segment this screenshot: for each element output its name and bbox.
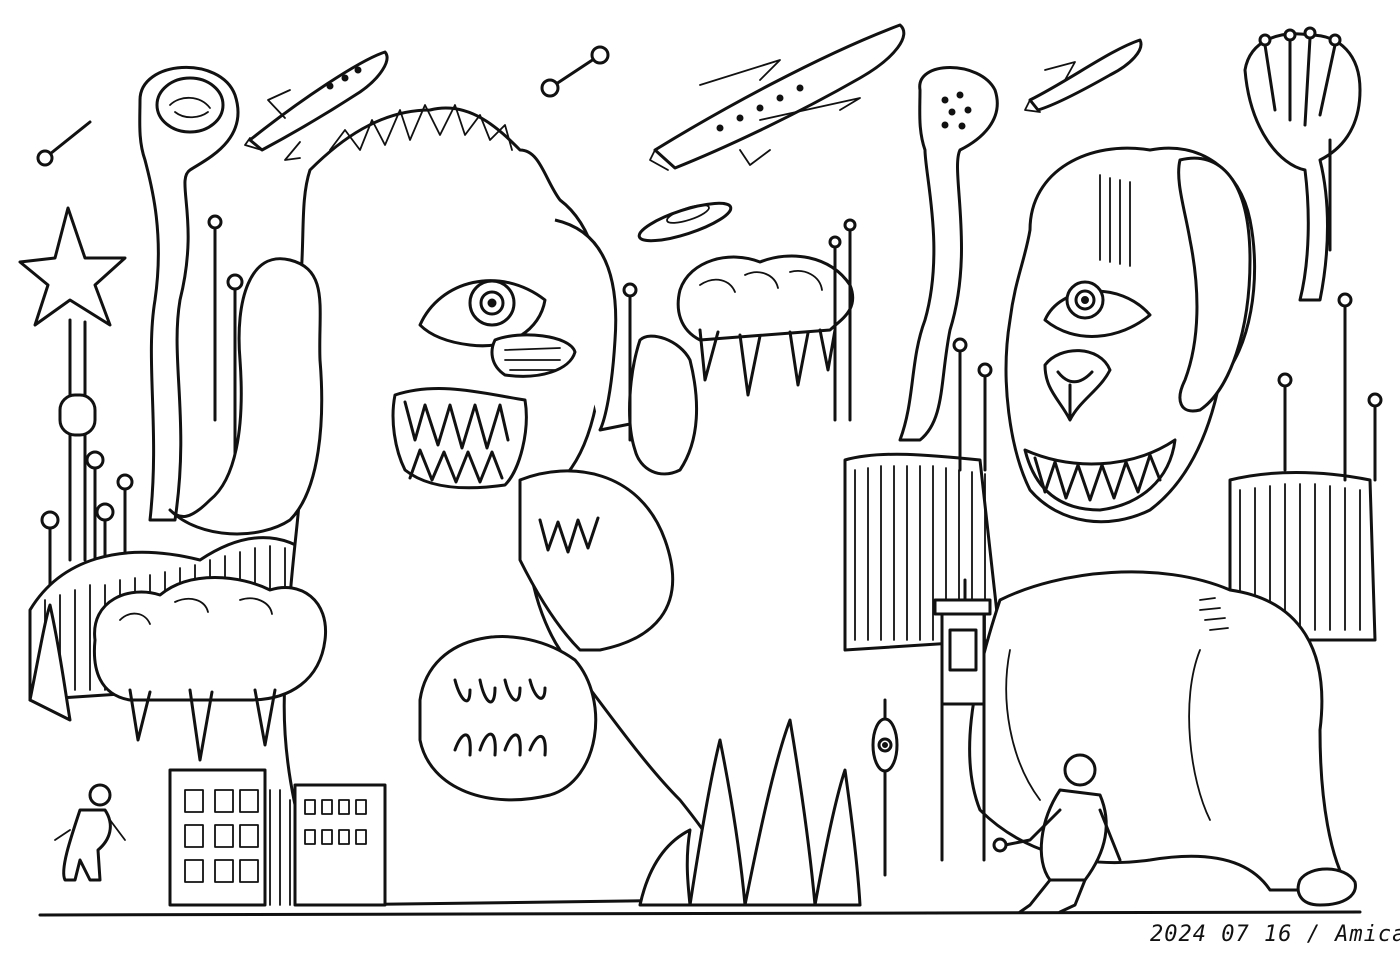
star — [18, 206, 127, 327]
balloon-head-left — [138, 65, 240, 522]
left-monster-arm — [168, 257, 324, 536]
left-monster — [168, 104, 724, 907]
ground-line — [38, 910, 1362, 917]
left-monster-eye — [418, 279, 547, 348]
buildings — [168, 768, 387, 907]
lighthouse-tower — [933, 578, 992, 862]
grass-blades — [28, 603, 862, 907]
right-monster-foot — [1296, 867, 1357, 907]
building-windows-right — [304, 799, 367, 845]
left-totems — [18, 65, 244, 602]
right-monster-eye — [1043, 280, 1152, 338]
sky-pins — [36, 45, 610, 167]
left-monster-snout — [490, 333, 577, 378]
sky-objects — [36, 23, 1143, 243]
rocket-right — [1024, 38, 1143, 113]
building-windows-left — [184, 789, 259, 883]
pin-stalks-center — [622, 218, 899, 877]
rocket-center — [649, 23, 906, 171]
rocket-left — [244, 50, 389, 161]
figure-walking-left — [54, 783, 126, 882]
balloon-head-right — [898, 66, 999, 442]
cloud-creature-left — [92, 576, 328, 762]
right-monster-ear — [1177, 156, 1252, 413]
ufo-disc — [637, 201, 733, 243]
right-monster-mouth — [1023, 438, 1177, 512]
pin-stalks-left — [40, 214, 244, 602]
right-monster-nose — [1043, 349, 1112, 422]
artist-signature: 2024 07 16 / Amicami60 — [1150, 922, 1400, 947]
fork-totem-right — [952, 26, 1383, 482]
cloud-creature-center — [628, 254, 854, 476]
bubble-creature — [418, 469, 675, 802]
right-monster-body — [968, 570, 1352, 892]
left-monster-mouth — [391, 387, 528, 490]
figure-sitting-right — [992, 753, 1122, 914]
left-monster-hand — [554, 218, 618, 431]
